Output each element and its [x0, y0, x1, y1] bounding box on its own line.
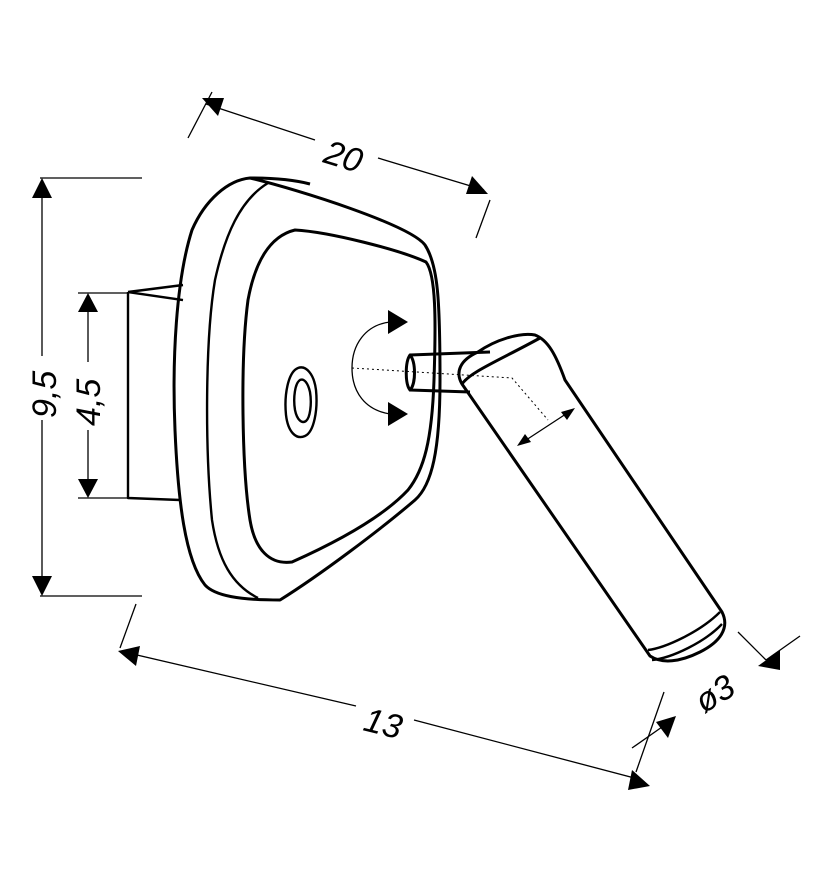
total-height-label: 9,5 [26, 371, 64, 418]
dimension-total-height: 9,5 [26, 177, 142, 597]
base-height-label: 4,5 [70, 379, 108, 426]
diameter-label: ø3 [688, 667, 742, 720]
width-label: 20 [319, 133, 367, 181]
plate-edge [205, 181, 269, 600]
switch-button-icon [284, 366, 318, 439]
outer-plate [172, 176, 442, 602]
inner-panel [241, 228, 437, 564]
dimension-projection: 13 [118, 603, 665, 790]
projection-label: 13 [360, 701, 406, 747]
rotation-arrow-icon [351, 310, 408, 426]
tilt-indicator [517, 408, 575, 446]
dimension-base-height: 4,5 [70, 292, 128, 499]
pivot-axis [351, 367, 549, 421]
dimension-width: 20 [187, 91, 491, 239]
dimension-diameter: ø3 [631, 631, 801, 749]
lamp-tube [457, 332, 727, 663]
